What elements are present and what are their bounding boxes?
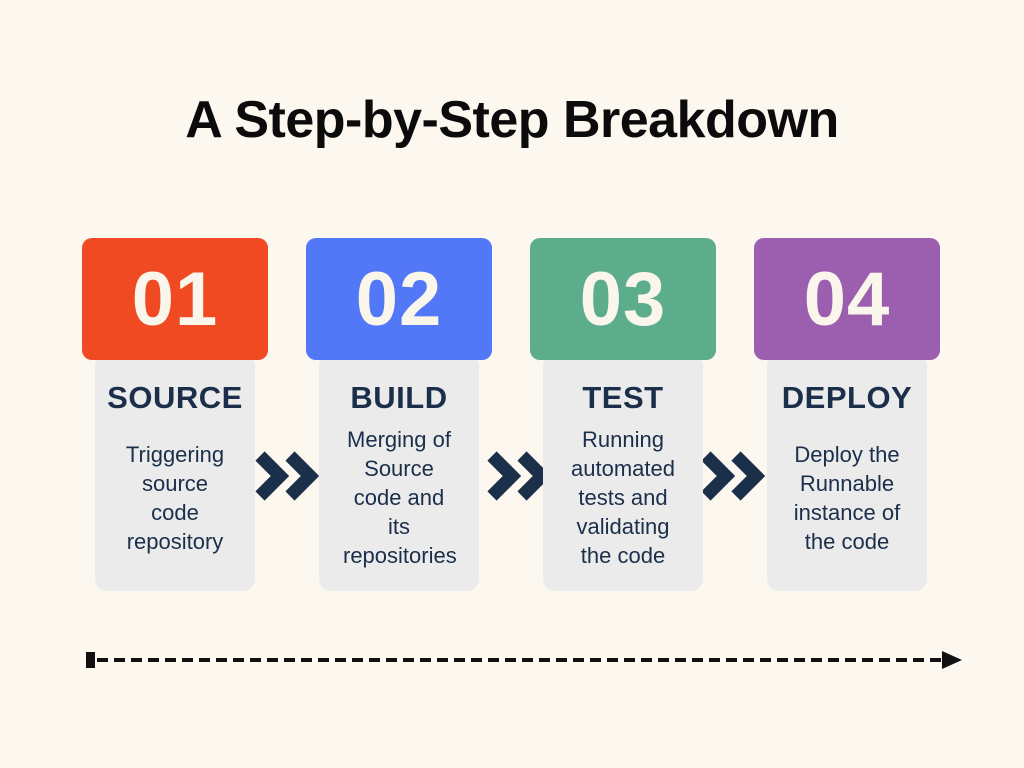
step-number: 03: [579, 256, 667, 342]
step-number: 01: [131, 256, 219, 342]
double-chevron-right-icon: [487, 451, 552, 501]
step-deploy: 04 DEPLOY Deploy the Runnable instance o…: [754, 238, 940, 591]
arrow-start-cap: [86, 652, 95, 668]
step-description-area: Triggering source code repository: [119, 416, 231, 579]
chevron-stroke: [487, 451, 522, 501]
step-number: 04: [803, 256, 891, 342]
step-label: TEST: [582, 380, 664, 415]
step-card: DEPLOY Deploy the Runnable instance of t…: [767, 354, 927, 591]
step-card: TEST Running automated tests and validat…: [543, 354, 703, 591]
step-label: DEPLOY: [781, 380, 913, 415]
chevron-stroke: [517, 451, 552, 501]
step-number-badge: 02: [306, 238, 492, 360]
step-label: SOURCE: [107, 380, 243, 415]
step-description: Merging of Source code and its repositor…: [343, 427, 457, 568]
step-number-badge: 01: [82, 238, 268, 360]
step-description-area: Running automated tests and validating t…: [567, 416, 679, 579]
step-number-badge: 03: [530, 238, 716, 360]
step-test: 03 TEST Running automated tests and vali…: [530, 238, 716, 591]
double-chevron-right-icon: [484, 450, 552, 502]
double-chevron-right-icon: [698, 450, 766, 502]
step-number-badge: 04: [754, 238, 940, 360]
step-description-area: Merging of Source code and its repositor…: [343, 416, 457, 579]
double-chevron-right-icon: [255, 451, 320, 501]
dashed-arrow-right-icon: [86, 651, 962, 669]
chevron-stroke: [255, 451, 290, 501]
chevron-stroke: [731, 451, 766, 501]
double-chevron-right-icon: [252, 450, 320, 502]
step-label: BUILD: [350, 380, 448, 415]
step-description-area: Deploy the Runnable instance of the code: [791, 416, 903, 579]
step-source: 01 SOURCE Triggering source code reposit…: [82, 238, 268, 591]
arrow-head: [942, 651, 962, 669]
chevron-stroke: [701, 451, 736, 501]
step-build: 02 BUILD Merging of Source code and its …: [306, 238, 492, 591]
double-chevron-right-icon: [701, 451, 766, 501]
step-card: BUILD Merging of Source code and its rep…: [319, 354, 479, 591]
step-description: Deploy the Runnable instance of the code: [793, 441, 901, 554]
step-description: Triggering source code repository: [125, 441, 225, 554]
step-number: 02: [355, 256, 443, 342]
chevron-stroke: [285, 451, 320, 501]
step-description: Running automated tests and validating t…: [571, 427, 675, 568]
page-title: A Step-by-Step Breakdown: [185, 91, 839, 149]
step-card: SOURCE Triggering source code repository: [95, 354, 255, 591]
